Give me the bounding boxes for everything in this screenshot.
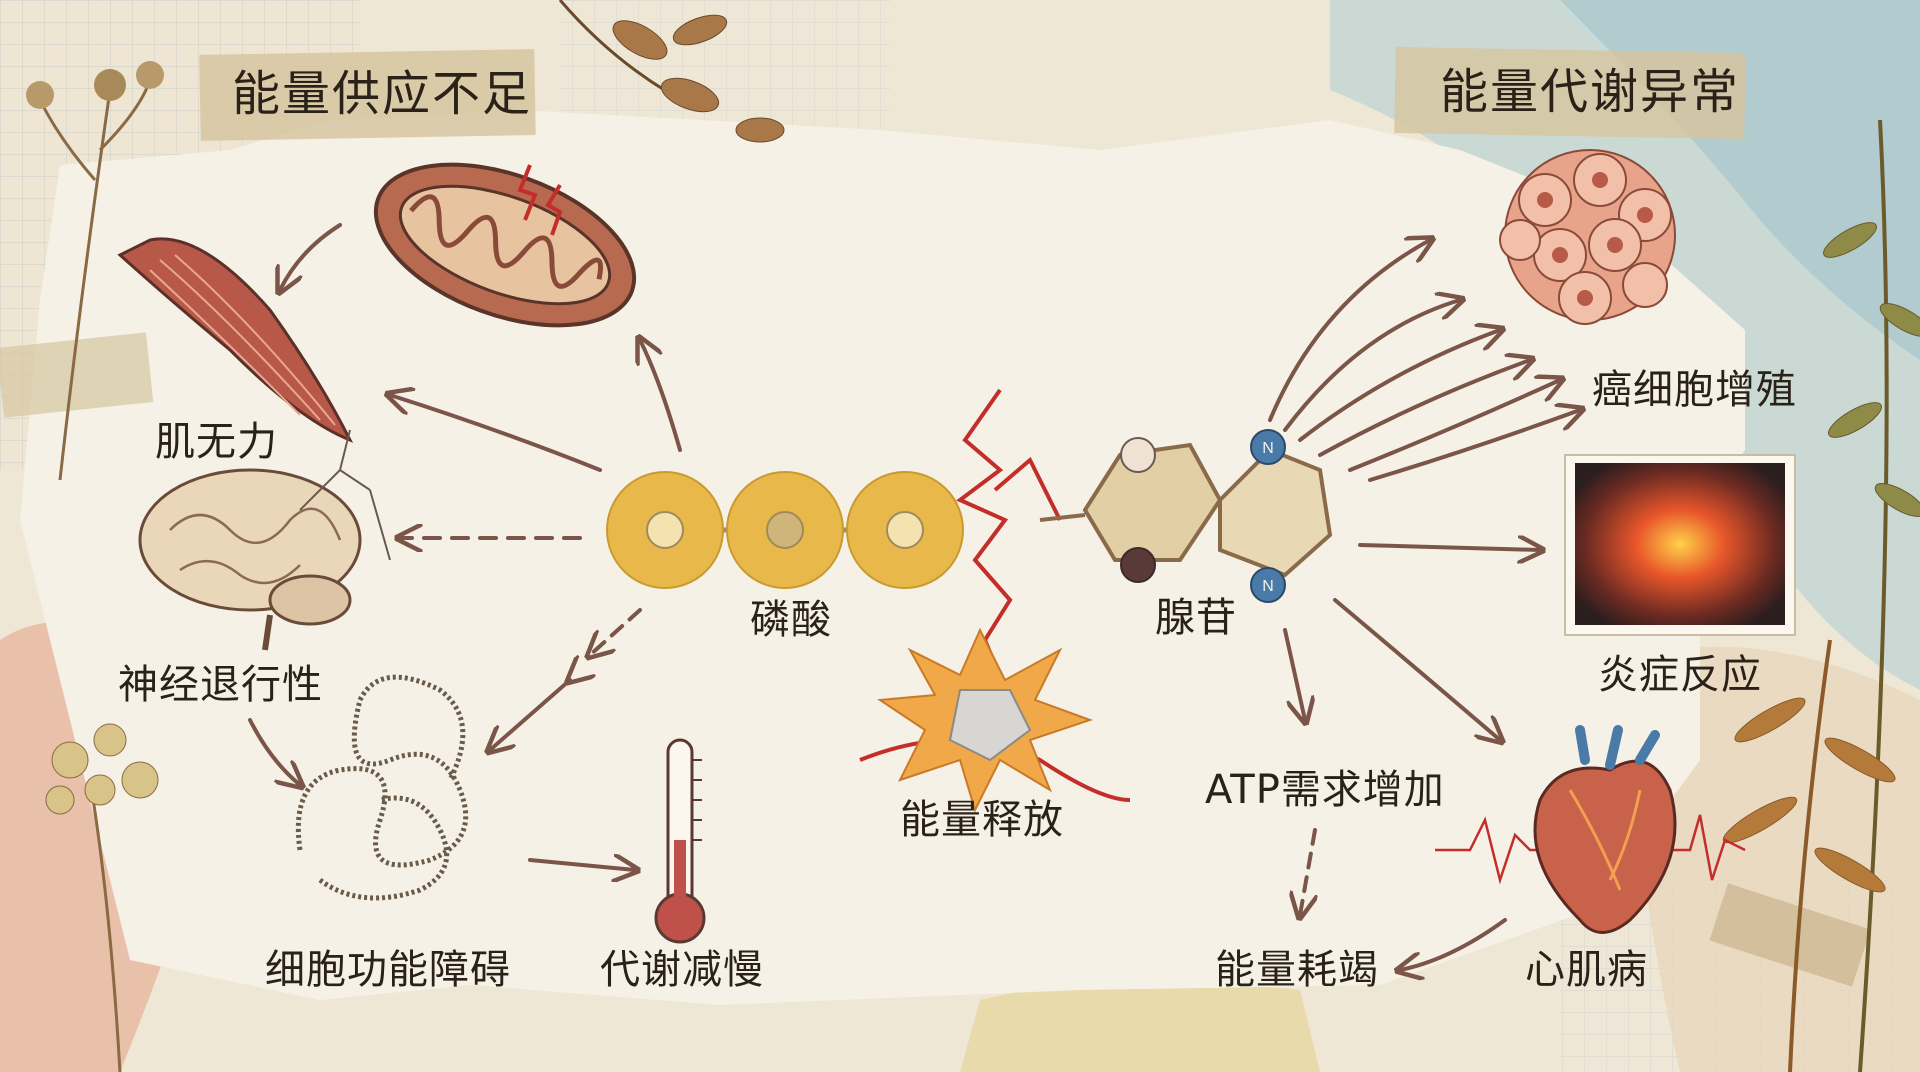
nitrogen-node-1 bbox=[1250, 429, 1286, 465]
pressed-fern-bottom-right bbox=[1722, 639, 1896, 1072]
arrows bbox=[248, 223, 1580, 970]
header-tape-left bbox=[199, 49, 536, 141]
button-node-bottom bbox=[1120, 547, 1156, 583]
label-phosphate: 磷酸 bbox=[750, 597, 832, 643]
label-cardiomyopathy: 心肌病 bbox=[1525, 947, 1648, 993]
pressed-fern-top bbox=[558, 0, 785, 143]
energy-burst-illustration bbox=[877, 627, 1094, 813]
header-left: 能量供应不足 bbox=[232, 66, 533, 122]
label-atp-demand: ATP需求增加 bbox=[1205, 767, 1445, 813]
label-metabolism-slowdown: 代谢减慢 bbox=[600, 947, 764, 993]
label-inflammation: 炎症反应 bbox=[1598, 652, 1762, 698]
adenosine-molecule: N N bbox=[1039, 429, 1333, 603]
phosphate-chain bbox=[606, 471, 964, 589]
label-adenosine: 腺苷 bbox=[1155, 595, 1237, 641]
inflammation-photo bbox=[1564, 454, 1796, 636]
header-right: 能量代谢异常 bbox=[1440, 64, 1741, 120]
label-cell-dysfunction: 细胞功能障碍 bbox=[265, 947, 511, 993]
heart-illustration bbox=[1435, 725, 1746, 934]
nitrogen-label-1: N bbox=[1262, 440, 1274, 457]
label-neurodegeneration: 神经退行性 bbox=[118, 662, 323, 708]
label-energy-release: 能量释放 bbox=[900, 797, 1064, 843]
header-tape-right bbox=[1394, 46, 1746, 140]
nitrogen-node-2 bbox=[1250, 567, 1286, 603]
label-muscle-weakness: 肌无力 bbox=[155, 419, 278, 465]
label-energy-depletion: 能量耗竭 bbox=[1215, 947, 1379, 993]
lightning-icon bbox=[517, 164, 563, 236]
thermometer-illustration bbox=[654, 738, 706, 944]
nitrogen-label-2: N bbox=[1262, 578, 1274, 595]
pressed-fern-right bbox=[1823, 119, 1920, 1072]
button-node-top bbox=[1120, 437, 1156, 473]
cancer-cells-illustration bbox=[1499, 149, 1676, 325]
pressed-flower-bottom-left bbox=[45, 723, 159, 1072]
pressed-plant-left bbox=[26, 61, 164, 481]
label-cancer-proliferation: 癌细胞增殖 bbox=[1592, 367, 1797, 413]
mitochondrion-illustration bbox=[373, 162, 637, 328]
tangled-protein-illustration bbox=[295, 674, 469, 901]
muscle-illustration bbox=[117, 237, 354, 443]
brain-illustration bbox=[138, 429, 391, 651]
